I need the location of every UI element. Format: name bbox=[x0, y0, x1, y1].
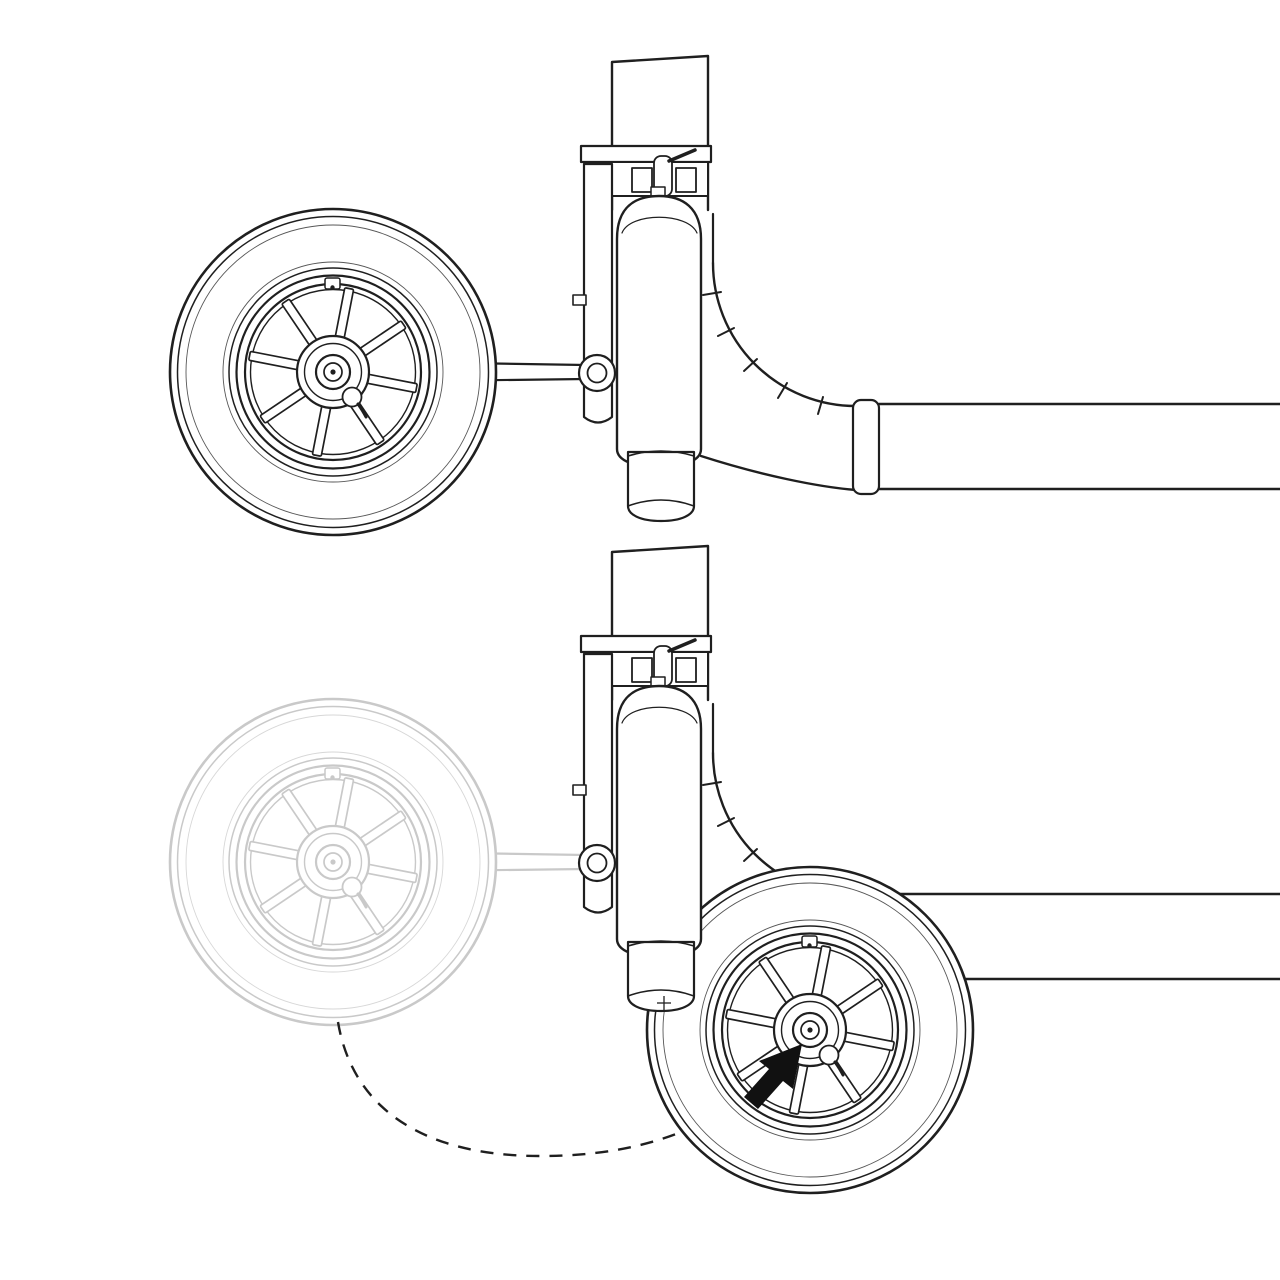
ghost-wheel bbox=[168, 697, 498, 1027]
deployed-wheel bbox=[168, 207, 498, 537]
bottom-illustration bbox=[168, 544, 1280, 1195]
center-mark bbox=[657, 996, 671, 1010]
rotation-arrow bbox=[744, 1044, 802, 1109]
ghost-position bbox=[168, 697, 586, 1027]
jockey-strut bbox=[571, 54, 713, 523]
rotation-path bbox=[336, 1021, 715, 1158]
top-illustration bbox=[168, 54, 1280, 537]
drawbar-frame bbox=[699, 212, 1280, 496]
jockey-strut-stowed bbox=[571, 544, 713, 1013]
